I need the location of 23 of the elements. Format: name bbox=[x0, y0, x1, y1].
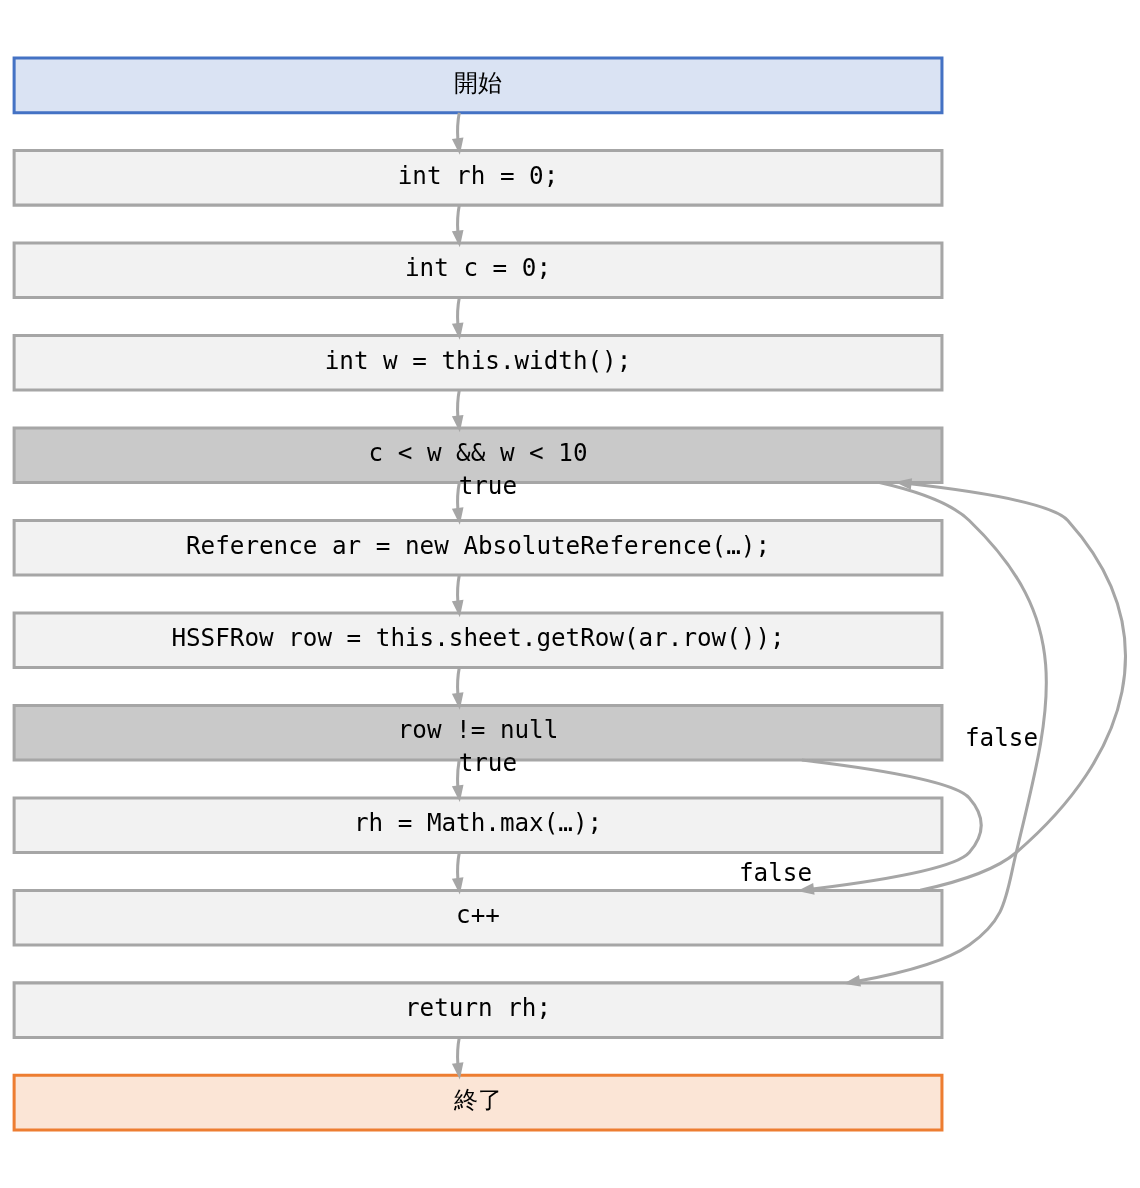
arrow bbox=[451, 204, 464, 248]
node-box: int rh = 0; bbox=[12, 149, 944, 207]
arrow bbox=[451, 482, 464, 525]
edge-label: false bbox=[739, 858, 813, 888]
arrow bbox=[451, 667, 464, 710]
node-box: 終了 bbox=[12, 1073, 944, 1132]
node-box: rh = Math.max(…); bbox=[12, 796, 944, 854]
node-box: return rh; bbox=[12, 981, 944, 1039]
arrow bbox=[843, 481, 1048, 987]
node-box: int w = this.width(); bbox=[12, 334, 944, 392]
node-box: Reference ar = new AbsoluteReference(…); bbox=[12, 518, 944, 577]
arrow bbox=[451, 389, 464, 433]
node-box: int c = 0; bbox=[12, 241, 944, 300]
arrow bbox=[451, 852, 464, 895]
arrow bbox=[451, 1037, 464, 1080]
arrow bbox=[451, 112, 464, 155]
arrow bbox=[451, 574, 464, 618]
node-box: 開始 bbox=[12, 56, 944, 115]
edge-label: false bbox=[965, 723, 1039, 753]
arrow bbox=[451, 297, 464, 340]
arrow bbox=[451, 759, 464, 803]
node-box: HSSFRow row = this.sheet.getRow(ar.row()); bbox=[12, 611, 944, 670]
node-box: c++ bbox=[12, 888, 944, 947]
